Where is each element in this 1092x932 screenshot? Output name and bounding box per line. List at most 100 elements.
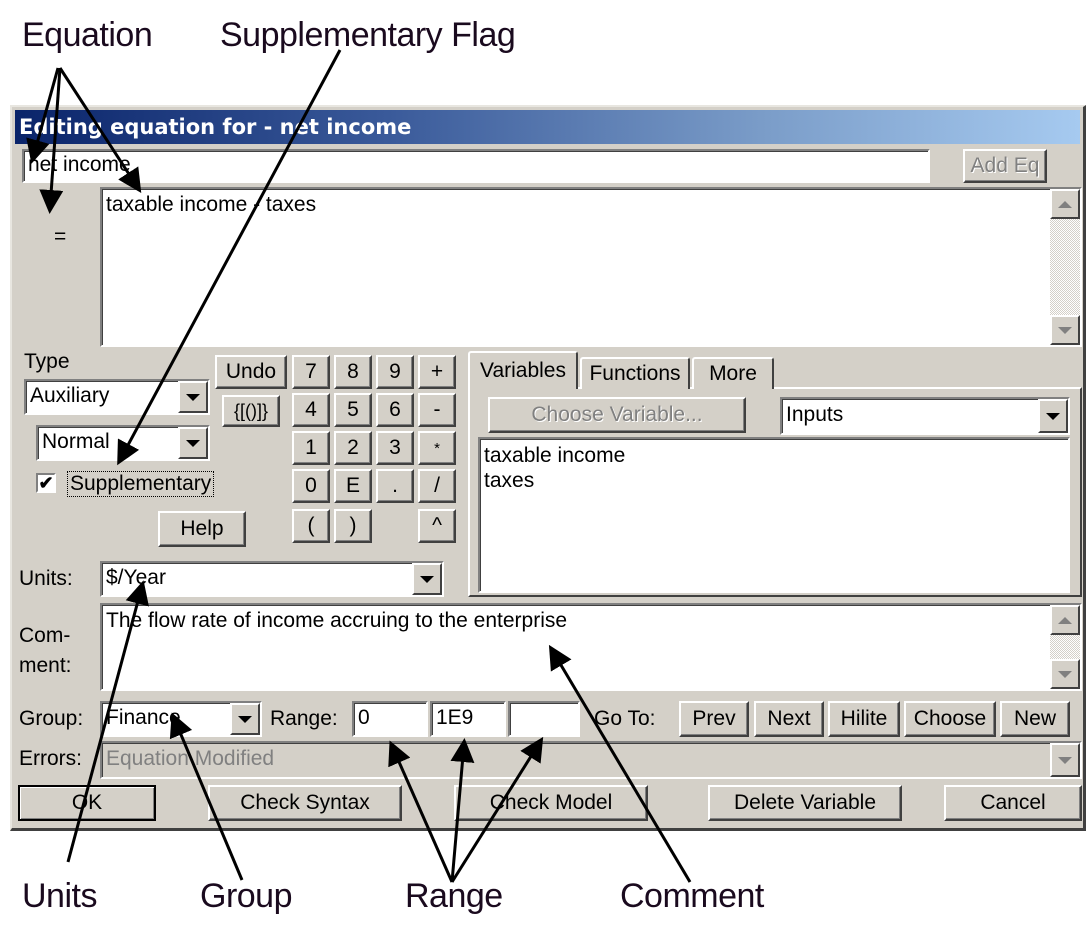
delete-variable-button[interactable]: Delete Variable xyxy=(708,785,902,821)
subtype-dropdown-button[interactable] xyxy=(178,427,208,459)
subtype-value: Normal xyxy=(42,430,110,453)
range-increment-field[interactable] xyxy=(508,701,580,737)
type-dropdown-button[interactable] xyxy=(178,381,208,413)
errors-combobox[interactable]: Equation Modified xyxy=(100,741,1082,779)
range-max-value: 1E9 xyxy=(436,706,474,729)
chevron-down-icon xyxy=(1058,756,1072,764)
chevron-down-icon xyxy=(186,439,200,447)
undo-button[interactable]: Undo xyxy=(215,355,287,389)
arrow-down-icon xyxy=(1058,670,1072,678)
supplementary-checkbox[interactable]: ✔ xyxy=(36,473,56,493)
units-value: $/Year xyxy=(106,566,166,589)
hilite-button[interactable]: Hilite xyxy=(828,701,900,737)
key-8[interactable]: 8 xyxy=(334,355,372,389)
key-divide[interactable]: / xyxy=(418,469,456,503)
scroll-up-button[interactable] xyxy=(1050,189,1080,219)
key-4[interactable]: 4 xyxy=(292,393,330,427)
annotation-supplementary-flag: Supplementary Flag xyxy=(220,16,516,54)
range-label: Range: xyxy=(270,707,338,730)
comment-label-line2: ment: xyxy=(19,654,72,677)
scroll-down-button[interactable] xyxy=(1050,315,1080,345)
equals-label: = xyxy=(54,225,67,248)
key-3[interactable]: 3 xyxy=(376,431,414,465)
comment-text: The flow rate of income accruing to the … xyxy=(106,609,568,632)
key-9[interactable]: 9 xyxy=(376,355,414,389)
choose-button[interactable]: Choose xyxy=(904,701,996,737)
variable-name-value: net income xyxy=(28,153,131,176)
arrow-down-icon xyxy=(1058,326,1072,334)
brackets-button[interactable]: {[()]} xyxy=(222,395,280,427)
check-syntax-button[interactable]: Check Syntax xyxy=(208,785,402,821)
units-label: Units: xyxy=(19,567,73,590)
ok-button[interactable]: OK xyxy=(18,785,156,821)
tab-more[interactable]: More xyxy=(692,357,774,389)
key-minus[interactable]: - xyxy=(418,393,456,427)
equation-scrollbar[interactable] xyxy=(1050,189,1080,345)
type-dropdown[interactable]: Auxiliary xyxy=(24,379,210,415)
keypad: 7 8 9 + 4 5 6 - 1 2 3 * 0 E . / ( ) ^ xyxy=(292,355,458,547)
key-plus[interactable]: + xyxy=(418,355,456,389)
dialog-title: Editing equation for - net income xyxy=(15,110,1080,144)
variable-list[interactable]: taxable income taxes xyxy=(478,437,1070,593)
key-2[interactable]: 2 xyxy=(334,431,372,465)
choose-variable-button[interactable]: Choose Variable... xyxy=(488,397,746,433)
key-open-paren[interactable]: ( xyxy=(292,509,330,543)
chevron-down-icon xyxy=(238,715,252,723)
supplementary-label[interactable]: Supplementary xyxy=(67,471,215,497)
annotation-equation: Equation xyxy=(22,16,153,54)
tab-functions[interactable]: Functions xyxy=(580,357,690,389)
key-0[interactable]: 0 xyxy=(292,469,330,503)
key-caret[interactable]: ^ xyxy=(418,509,456,543)
variable-filter-value: Inputs xyxy=(786,403,844,426)
equation-editor-dialog: Editing equation for - net income net in… xyxy=(10,105,1086,831)
arrow-up-icon xyxy=(1058,616,1072,624)
check-model-button[interactable]: Check Model xyxy=(454,785,648,821)
variables-tab-panel xyxy=(468,387,1082,597)
key-5[interactable]: 5 xyxy=(334,393,372,427)
variable-filter-dropdown[interactable]: Inputs xyxy=(780,397,1070,435)
range-min-field[interactable]: 0 xyxy=(352,701,428,737)
key-close-paren[interactable]: ) xyxy=(334,509,372,543)
errors-text: Equation Modified xyxy=(106,747,275,770)
comment-label-line1: Com- xyxy=(19,624,71,647)
tab-variables[interactable]: Variables xyxy=(468,351,578,389)
comment-label: Com- ment: xyxy=(19,621,72,681)
key-1[interactable]: 1 xyxy=(292,431,330,465)
key-multiply[interactable]: * xyxy=(418,431,456,465)
subtype-dropdown[interactable]: Normal xyxy=(36,425,210,461)
key-decimal[interactable]: . xyxy=(376,469,414,503)
annotation-units: Units xyxy=(22,877,97,915)
units-combobox[interactable]: $/Year xyxy=(100,561,444,597)
group-combobox[interactable]: Finance xyxy=(100,701,262,737)
annotation-group: Group xyxy=(200,877,293,915)
cancel-button[interactable]: Cancel xyxy=(944,785,1082,821)
units-dropdown-button[interactable] xyxy=(412,563,442,595)
group-dropdown-button[interactable] xyxy=(230,703,260,735)
new-button[interactable]: New xyxy=(1000,701,1070,737)
scroll-up-button[interactable] xyxy=(1050,605,1080,635)
equation-text: taxable income - taxes xyxy=(106,193,317,216)
equation-textarea[interactable]: taxable income - taxes xyxy=(100,187,1082,347)
key-e[interactable]: E xyxy=(334,469,372,503)
comment-scrollbar[interactable] xyxy=(1050,605,1080,689)
comment-textarea[interactable]: The flow rate of income accruing to the … xyxy=(100,603,1082,691)
variable-list-item[interactable]: taxes xyxy=(484,469,535,492)
help-button[interactable]: Help xyxy=(158,511,246,547)
range-max-field[interactable]: 1E9 xyxy=(430,701,506,737)
variable-name-field[interactable]: net income xyxy=(22,149,930,183)
type-value: Auxiliary xyxy=(30,384,110,407)
annotation-comment: Comment xyxy=(620,877,764,915)
key-7[interactable]: 7 xyxy=(292,355,330,389)
scroll-down-button[interactable] xyxy=(1050,659,1080,689)
goto-label: Go To: xyxy=(594,707,656,730)
chevron-down-icon xyxy=(420,575,434,583)
chevron-down-icon xyxy=(186,393,200,401)
variable-list-item[interactable]: taxable income xyxy=(484,444,626,467)
errors-dropdown-button[interactable] xyxy=(1050,743,1080,777)
variable-filter-dropdown-button[interactable] xyxy=(1038,399,1068,433)
prev-button[interactable]: Prev xyxy=(679,701,749,737)
next-button[interactable]: Next xyxy=(754,701,824,737)
errors-label: Errors: xyxy=(19,747,82,770)
add-eq-button[interactable]: Add Eq xyxy=(963,149,1047,183)
key-6[interactable]: 6 xyxy=(376,393,414,427)
